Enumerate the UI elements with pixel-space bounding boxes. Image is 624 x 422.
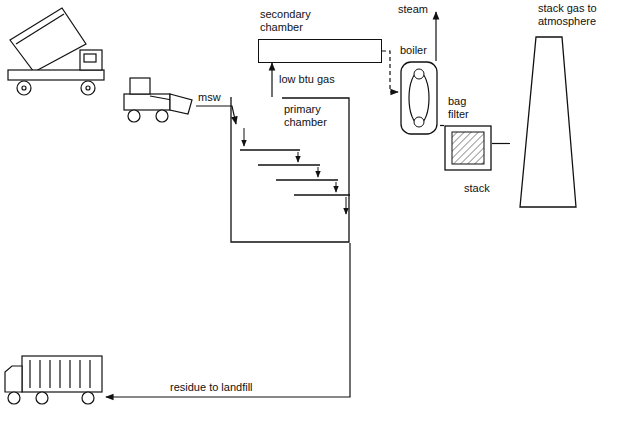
flow-label: stack gas to atmosphere	[538, 2, 620, 28]
waste-flow-arrows	[244, 128, 346, 214]
unit-label: boiler	[400, 44, 440, 57]
boiler-symbol	[398, 44, 440, 136]
flow-connector	[271, 63, 272, 97]
flow-connector	[382, 51, 398, 92]
unit-label: secondary chamber	[260, 8, 332, 34]
primary-unit: primary chamber	[230, 97, 350, 243]
chamber-box	[258, 39, 382, 63]
bag-unit: bag filter	[444, 95, 492, 172]
grates	[240, 150, 350, 195]
front-loader	[124, 78, 192, 122]
boiler-unit: boiler	[398, 44, 440, 136]
flow-label: msw	[198, 91, 228, 104]
residue-line	[106, 243, 350, 397]
feed-arrow	[196, 106, 236, 124]
stack-symbol	[510, 36, 580, 208]
unit-label: bag filter	[448, 95, 488, 121]
container-truck	[5, 356, 102, 404]
steam-arrow	[435, 12, 436, 61]
unit-label: primary chamber	[284, 103, 346, 129]
flow-label: residue to landfill	[170, 381, 290, 394]
flow-connector	[440, 125, 444, 126]
edge-label: low btu gas	[278, 73, 336, 86]
flow-connector	[492, 143, 510, 144]
flow-label: steam	[398, 3, 438, 16]
stack-unit: stack	[510, 36, 580, 208]
secondary-unit: secondary chamber	[258, 8, 382, 63]
unit-label: stack	[464, 182, 504, 195]
dump-truck	[8, 8, 104, 95]
